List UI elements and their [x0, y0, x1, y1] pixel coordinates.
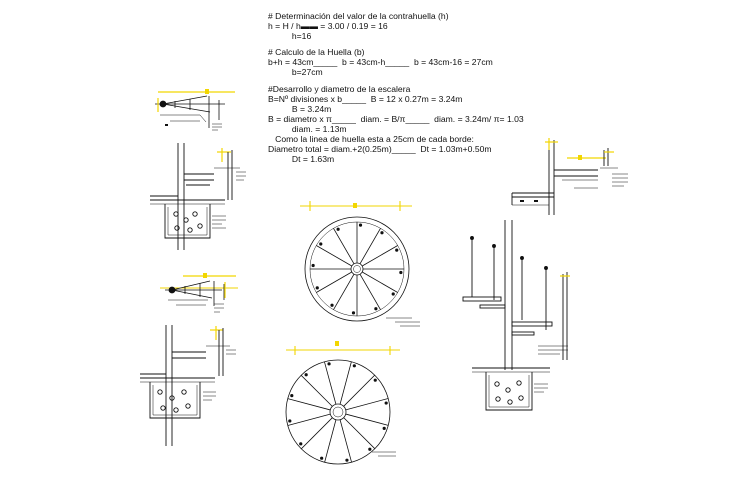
calc-line: # Calculo de la Huella (b) — [268, 47, 365, 58]
calc-line: B=Nº divisiones x b_____ B = 12 x 0.27m … — [268, 93, 463, 104]
calc-line: b=27cm — [268, 67, 323, 78]
step-line — [361, 271, 398, 293]
step-line — [345, 398, 389, 411]
step-line — [333, 273, 355, 310]
handrail-detail-bottom — [160, 273, 238, 313]
step-line — [333, 228, 355, 265]
step-line — [301, 417, 333, 450]
baluster-post — [299, 442, 303, 446]
baluster-post — [304, 373, 308, 377]
step-line — [324, 419, 337, 463]
baluster-post — [391, 292, 395, 296]
baluster-post — [374, 307, 378, 311]
baluster-post — [358, 223, 363, 227]
baluster-post — [327, 362, 331, 366]
baluster-post — [395, 248, 399, 252]
baluster-post — [315, 286, 319, 290]
calc-line: b+h = 43cm_____ b = 43cm-h_____ b = 43cm… — [268, 57, 493, 68]
column-section-right-top — [511, 138, 628, 215]
column-section-left-top — [150, 143, 246, 250]
baluster-post — [319, 242, 323, 246]
baluster-post — [373, 378, 377, 382]
step-line — [316, 271, 353, 293]
baluster-post — [288, 419, 292, 423]
step-line — [287, 398, 331, 411]
step-line — [361, 245, 398, 267]
calc-line: #Desarrollo y diametro de la escalera — [268, 83, 411, 94]
baluster-post — [330, 303, 334, 307]
baluster-post — [399, 270, 403, 275]
calc-line: # Determinación del valor de la contrahu… — [268, 11, 449, 21]
baluster-post — [368, 447, 372, 451]
baluster-post — [290, 394, 294, 398]
step-line — [359, 228, 381, 265]
baluster-post — [380, 231, 384, 235]
step-line — [300, 375, 333, 407]
calc-line: B = diametro x π_____ diam. = B/π_____ d… — [268, 113, 524, 124]
stair-plan-upper — [300, 201, 420, 327]
baluster-post — [382, 426, 386, 430]
calc-line: diam. = 1.13m — [268, 123, 347, 134]
calc-line: Dt = 1.63m — [268, 154, 335, 165]
step-line — [339, 361, 352, 405]
step-line — [359, 273, 381, 310]
calculation-notes: # Determinación del valor de la contrahu… — [268, 11, 524, 164]
calc-line: B = 3.24m — [268, 103, 332, 114]
baluster-post — [352, 364, 356, 368]
stair-elevation-right — [462, 220, 570, 411]
step-line — [316, 245, 353, 267]
handrail-detail-top — [155, 89, 235, 131]
calc-line: h = H / h▬▬ = 3.00 / 0.19 = 16 — [268, 21, 388, 32]
step-line — [287, 413, 331, 426]
baluster-post — [384, 401, 388, 405]
baluster-post — [336, 227, 340, 231]
step-line — [343, 374, 375, 407]
step-line — [339, 419, 352, 463]
calc-line: h=16 — [268, 31, 312, 42]
step-line — [324, 361, 337, 405]
step-line — [345, 413, 389, 426]
calc-line: Como la linea de huella esta a 25cm de c… — [268, 134, 474, 145]
baluster-post — [320, 456, 324, 460]
baluster-post — [351, 311, 356, 315]
stair-plan-lower — [285, 341, 400, 465]
baluster-post — [345, 458, 349, 462]
calc-line: Diametro total = diam.+2(0.25m)_____ Dt … — [268, 144, 492, 155]
column-section-left-bottom — [140, 325, 236, 446]
step-line — [343, 417, 376, 449]
baluster-post — [311, 263, 315, 268]
